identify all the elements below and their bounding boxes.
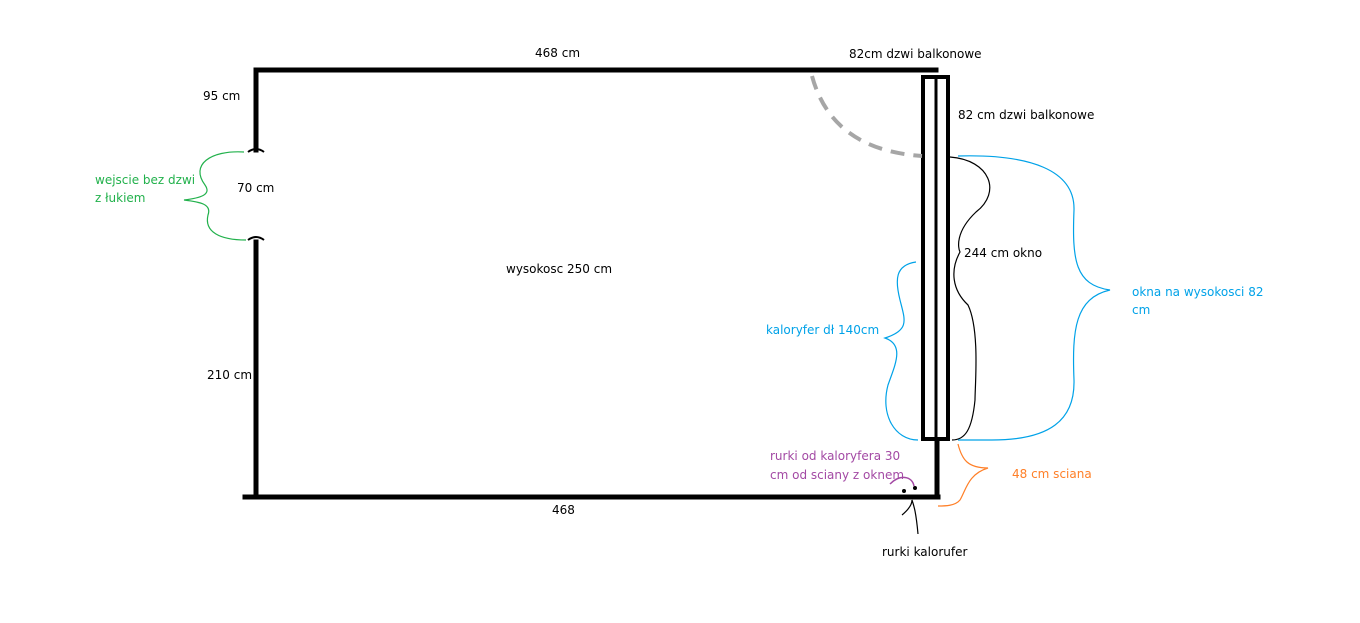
- windows-height-line1: okna na wysokosci 82: [1132, 285, 1264, 299]
- balcony-door-top-label: 82cm dzwi balkonowe: [849, 47, 982, 61]
- window-frame: [921, 75, 950, 441]
- radiator-label: kaloryfer dł 140cm: [766, 323, 880, 337]
- pipes-pointer-line: [901, 499, 919, 535]
- top-width-label: 468 cm: [535, 46, 581, 60]
- entrance-width-label: 70 cm: [237, 181, 275, 195]
- left-upper-label: 95 cm: [203, 89, 241, 103]
- room-height-label: wysokosc 250 cm: [506, 262, 613, 276]
- pipes-note-line2: cm od sciany z oknem: [770, 468, 905, 482]
- left-lower-label: 210 cm: [207, 368, 253, 382]
- pipes-label: rurki kalorufer: [882, 545, 968, 559]
- wall-segment-brace: [937, 443, 989, 507]
- window-length-label: 244 cm okno: [964, 246, 1043, 260]
- bottom-width-label: 468: [552, 503, 575, 517]
- pipe-dot-2: [913, 486, 917, 490]
- wall-segment-label: 48 cm sciana: [1012, 467, 1092, 481]
- entrance-arch-marks: [247, 148, 265, 241]
- entrance-note-line1: wejscie bez dzwi: [95, 173, 196, 187]
- room-walls: [242, 67, 941, 500]
- windows-height-brace: [957, 155, 1111, 441]
- window-length-brace: [949, 156, 991, 441]
- pipes-pointer-arc: [889, 476, 915, 487]
- windows-height-line2: cm: [1132, 303, 1151, 317]
- balcony-door-swing: [810, 75, 923, 158]
- pipe-dot-1: [902, 489, 906, 493]
- radiator-brace: [883, 261, 919, 441]
- entrance-brace: [183, 151, 247, 241]
- radiator-pipes: [902, 486, 917, 493]
- entrance-note-line2: z łukiem: [95, 191, 146, 205]
- balcony-door-side-label: 82 cm dzwi balkonowe: [958, 108, 1095, 122]
- pipes-note-line1: rurki od kaloryfera 30: [770, 449, 901, 463]
